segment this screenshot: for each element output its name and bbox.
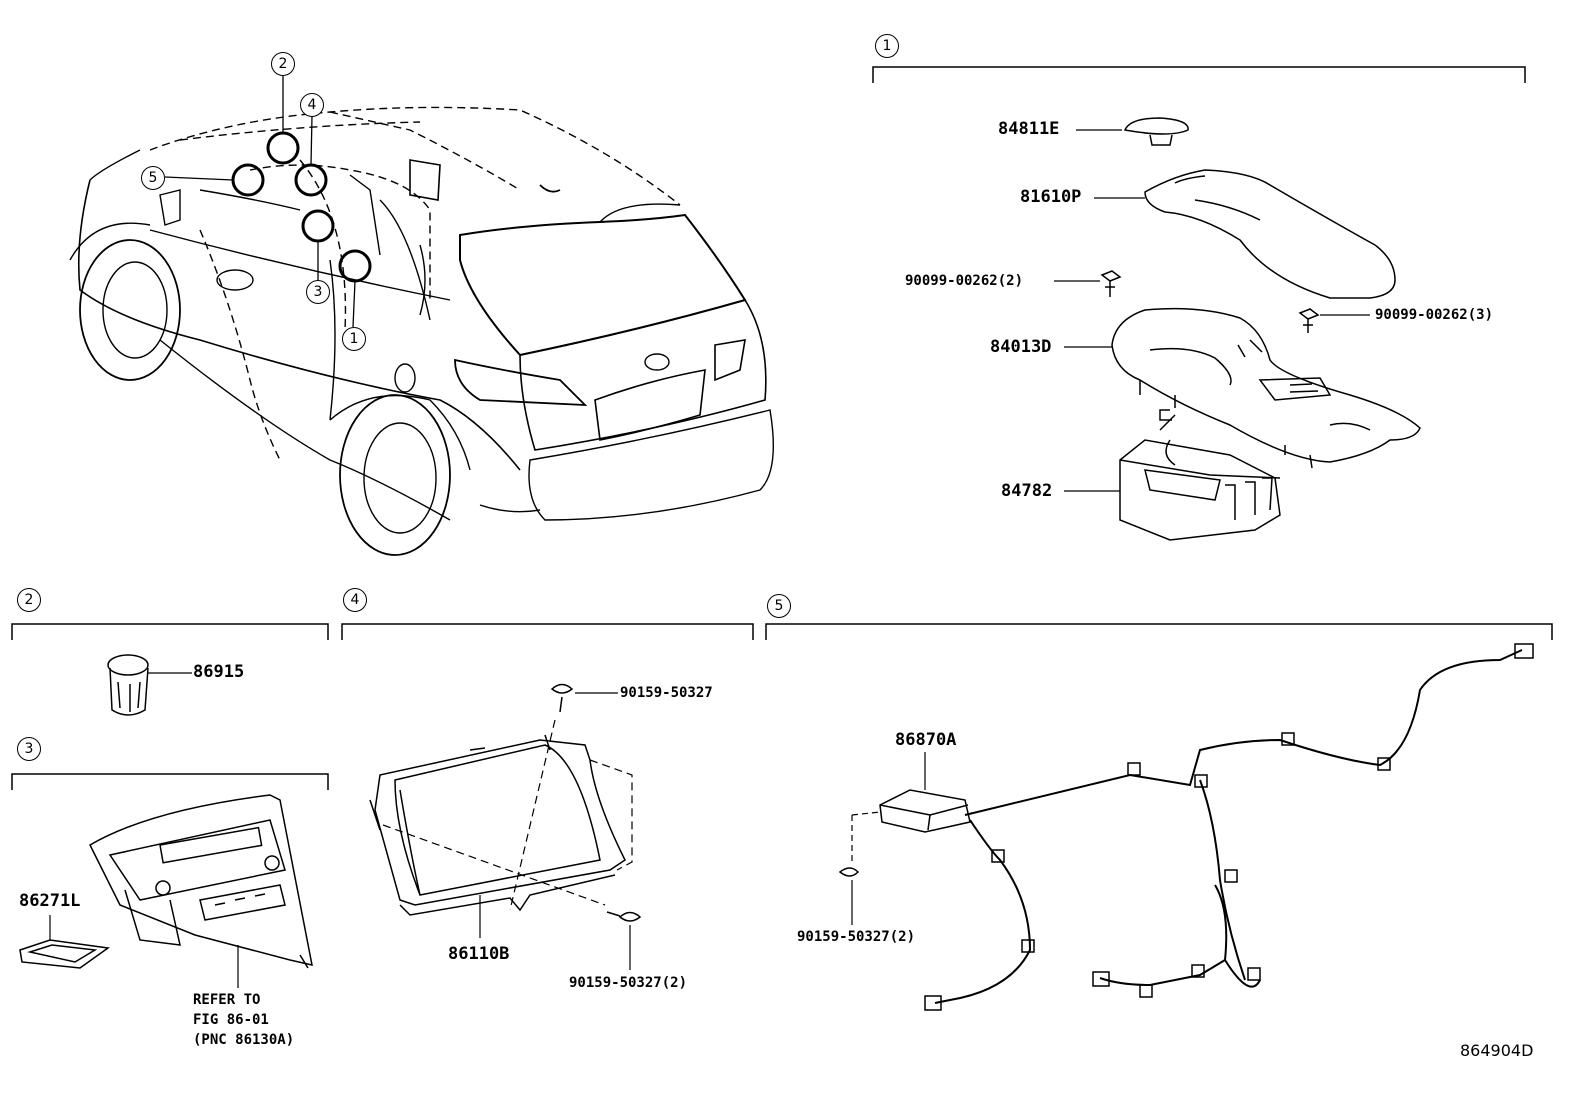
part-label-90159-50327-2-mid: 90159-50327(2) (569, 975, 688, 991)
part-label-90159-50327: 90159-50327 (620, 685, 713, 701)
vehicle-illustration (69, 106, 774, 556)
part-label-86915: 86915 (193, 662, 245, 682)
screw-90159-top (550, 683, 618, 713)
part-86870A-drawing (879, 752, 971, 833)
part-84013D-drawing (1064, 307, 1421, 469)
refer-note: REFER TO FIG 86-01 (PNC 86130A) (193, 990, 294, 1050)
part-86110B-drawing (369, 734, 626, 938)
part-label-86271L: 86271L (19, 891, 81, 911)
part-86110B-dashed-lines (382, 719, 633, 911)
part-86130A-panel-drawing (89, 794, 313, 988)
section-5-callout: 5 (767, 594, 791, 618)
part-label-81610P: 81610P (1020, 187, 1082, 207)
section-3-callout: 3 (17, 737, 41, 761)
vehicle-leader-lines (164, 76, 356, 328)
section-2-callout: 2 (17, 588, 41, 612)
vehicle-location-rings (231, 131, 372, 283)
refer-line-2: FIG 86-01 (193, 1012, 269, 1028)
part-label-86870A: 86870A (895, 730, 957, 750)
car-callout-3: 3 (306, 280, 330, 304)
diagram-code: 864904D (1460, 1041, 1534, 1060)
part-label-84013D: 84013D (990, 337, 1052, 357)
car-callout-5: 5 (141, 166, 165, 190)
wire-harness-drawing (924, 643, 1534, 1011)
screw-90159-mid (606, 911, 642, 970)
section-1-bracket (872, 66, 1526, 83)
bolt-90099-left (1054, 270, 1122, 297)
section-4-callout: 4 (343, 588, 367, 612)
part-81610P-drawing (1094, 169, 1396, 299)
section-2-bracket (11, 623, 329, 640)
part-label-86110B: 86110B (448, 944, 510, 964)
part-84811E-drawing (1076, 117, 1189, 146)
part-86271L-drawing (19, 915, 110, 969)
part-label-90099-00262-2: 90099-00262(2) (905, 273, 1024, 289)
section-4-bracket (341, 623, 754, 640)
part-label-90099-00262-3: 90099-00262(3) (1375, 307, 1494, 323)
screw-90159-right (838, 811, 881, 925)
refer-line-3: (PNC 86130A) (193, 1032, 295, 1048)
section-5-bracket (765, 623, 1553, 640)
section-3-bracket (11, 773, 329, 790)
part-label-90159-50327-2-right: 90159-50327(2) (797, 929, 916, 945)
car-callout-2: 2 (271, 52, 295, 76)
part-label-84782: 84782 (1001, 481, 1053, 501)
part-86915-drawing (107, 654, 192, 716)
car-callout-1: 1 (342, 327, 366, 351)
refer-line-1: REFER TO (193, 992, 261, 1008)
bolt-90099-right (1298, 308, 1370, 333)
car-callout-4: 4 (300, 93, 324, 117)
section-1-callout: 1 (875, 34, 899, 58)
part-label-84811E: 84811E (998, 119, 1060, 139)
part-84782-drawing (1064, 409, 1281, 541)
